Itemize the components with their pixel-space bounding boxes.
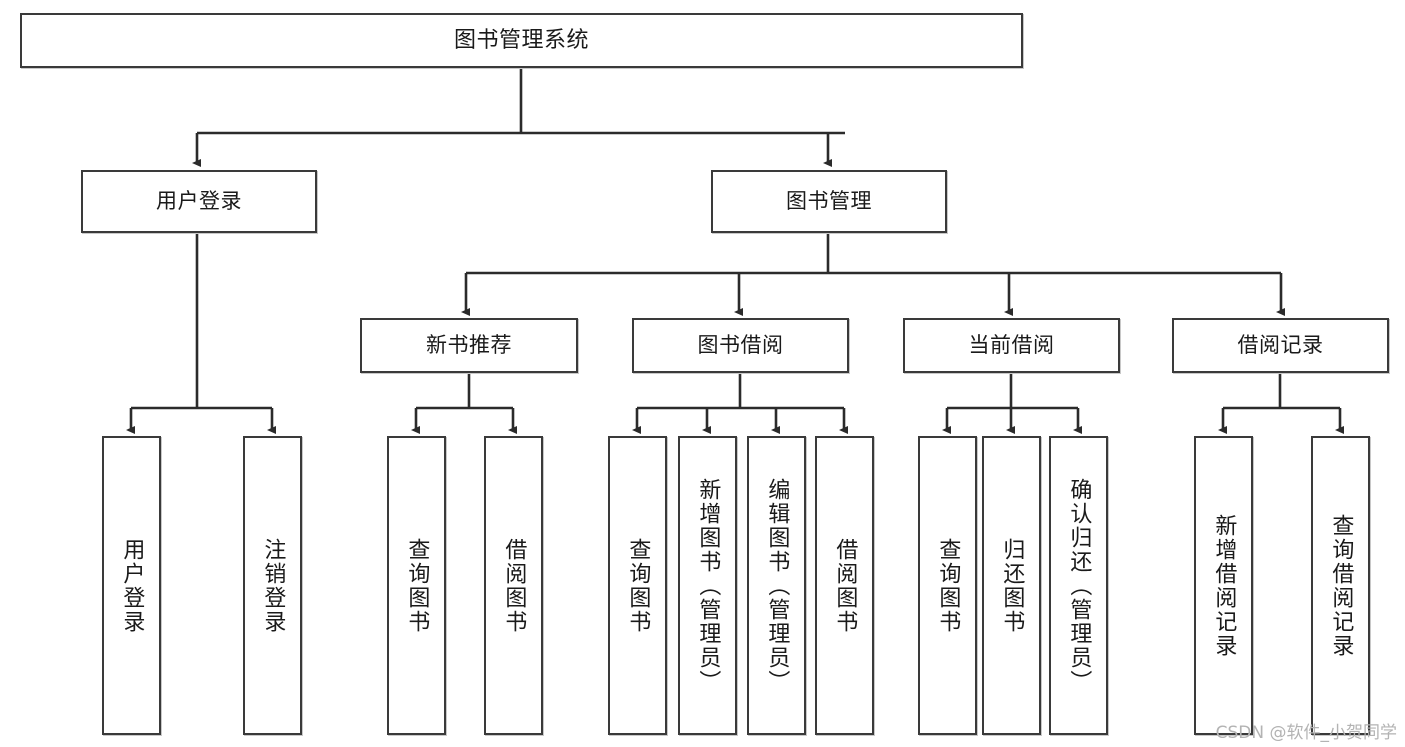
node-label: 编辑图书（管理员） bbox=[764, 477, 790, 694]
leaf-book-borrow-query[interactable]: 查询图书 bbox=[608, 436, 667, 735]
node-label: 图书借阅 bbox=[697, 333, 784, 358]
node-book-borrow[interactable]: 图书借阅 bbox=[632, 318, 849, 373]
node-new-book-recommendation[interactable]: 新书推荐 bbox=[360, 318, 578, 373]
node-label: 查询借阅记录 bbox=[1328, 513, 1354, 658]
node-label: 图书管理 bbox=[786, 189, 872, 214]
leaf-book-borrow-add-admin[interactable]: 新增图书（管理员） bbox=[678, 436, 737, 735]
node-label: 新增借阅记录 bbox=[1211, 513, 1237, 658]
node-label: 借阅图书 bbox=[501, 537, 527, 634]
node-label: 借阅图书 bbox=[832, 537, 858, 634]
leaf-borrow-record-query[interactable]: 查询借阅记录 bbox=[1311, 436, 1370, 735]
node-label: 用户登录 bbox=[156, 189, 242, 214]
node-label: 查询图书 bbox=[625, 537, 651, 634]
node-current-borrow[interactable]: 当前借阅 bbox=[903, 318, 1120, 373]
leaf-user-login-login[interactable]: 用户登录 bbox=[102, 436, 161, 735]
node-borrow-record[interactable]: 借阅记录 bbox=[1172, 318, 1389, 373]
node-book-management[interactable]: 图书管理 bbox=[711, 170, 947, 233]
leaf-new-book-query[interactable]: 查询图书 bbox=[387, 436, 446, 735]
leaf-current-borrow-return[interactable]: 归还图书 bbox=[982, 436, 1041, 735]
node-label: 新书推荐 bbox=[426, 333, 512, 358]
node-label: 新增图书（管理员） bbox=[695, 477, 721, 694]
csdn-watermark: CSDN @软件_小贺同学 bbox=[1215, 723, 1397, 743]
node-user-login[interactable]: 用户登录 bbox=[81, 170, 317, 233]
node-label: 注销登录 bbox=[260, 537, 286, 634]
leaf-book-borrow-borrow[interactable]: 借阅图书 bbox=[815, 436, 874, 735]
node-label: 查询图书 bbox=[935, 537, 961, 634]
node-label: 确认归还（管理员） bbox=[1066, 477, 1092, 694]
node-label: 借阅记录 bbox=[1237, 333, 1324, 358]
leaf-book-borrow-edit-admin[interactable]: 编辑图书（管理员） bbox=[747, 436, 806, 735]
leaf-current-borrow-query[interactable]: 查询图书 bbox=[918, 436, 977, 735]
node-root-library-system[interactable]: 图书管理系统 bbox=[20, 13, 1023, 68]
leaf-user-login-logout[interactable]: 注销登录 bbox=[243, 436, 302, 735]
node-label: 查询图书 bbox=[404, 537, 430, 634]
leaf-new-book-borrow[interactable]: 借阅图书 bbox=[484, 436, 543, 735]
leaf-current-borrow-confirm-admin[interactable]: 确认归还（管理员） bbox=[1049, 436, 1108, 735]
leaf-borrow-record-add[interactable]: 新增借阅记录 bbox=[1194, 436, 1253, 735]
node-label: 图书管理系统 bbox=[453, 27, 589, 53]
node-label: 归还图书 bbox=[999, 537, 1025, 634]
node-label: 当前借阅 bbox=[968, 333, 1055, 358]
node-label: 用户登录 bbox=[119, 537, 145, 634]
